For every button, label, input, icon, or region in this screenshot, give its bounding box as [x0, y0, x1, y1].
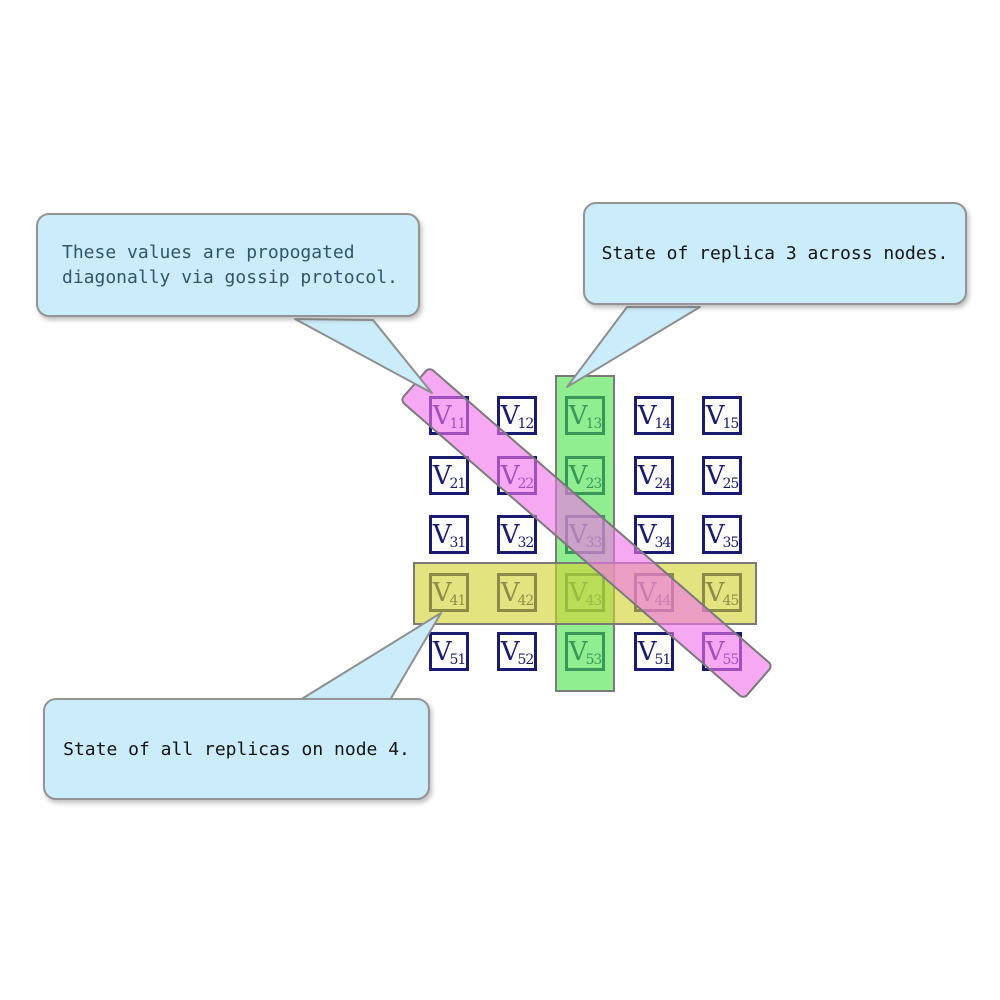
cell-symbol: V: [637, 636, 657, 667]
cell-subscript: 51: [449, 651, 466, 668]
gossip-callout: These values are propogated diagonally v…: [36, 213, 420, 317]
node-callout-text: State of all replicas on node 4.: [63, 738, 410, 760]
cell-symbol: V: [637, 400, 657, 431]
cell-subscript: 24: [654, 475, 671, 492]
cell-subscript: 35: [722, 534, 739, 551]
cell-symbol: V: [705, 519, 725, 550]
cell-symbol: V: [637, 460, 657, 491]
replica-callout-text: State of replica 3 across nodes.: [601, 243, 949, 264]
cell-symbol: V: [500, 400, 520, 431]
cell-subscript: 15: [722, 415, 739, 432]
cell-subscript: 31: [449, 534, 466, 551]
cell-subscript: 32: [517, 534, 534, 551]
cell-subscript: 14: [654, 415, 671, 432]
cell-subscript: 12: [517, 415, 534, 432]
gossip-callout-text-line1: These values are propogated: [62, 242, 355, 263]
cell-subscript: 52: [517, 651, 534, 668]
gossip-callout-text-line2: diagonally via gossip protocol.: [62, 267, 398, 288]
cell-symbol: V: [500, 519, 520, 550]
node-callout-pointer-icon: [299, 612, 442, 701]
cell-symbol: V: [432, 460, 452, 491]
cell-subscript: 21: [449, 475, 466, 492]
cell-symbol: V: [705, 400, 725, 431]
cell-subscript: 51: [654, 651, 671, 668]
cell-symbol: V: [500, 636, 520, 667]
cell-symbol: V: [432, 519, 452, 550]
cell-subscript: 25: [722, 475, 739, 492]
cell-symbol: V: [705, 460, 725, 491]
node-callout: State of all replicas on node 4.: [43, 698, 430, 800]
replica-callout: State of replica 3 across nodes.: [583, 202, 967, 305]
cell-subscript: 34: [654, 534, 671, 551]
gossip-callout-pointer-icon: [294, 318, 433, 394]
cell-symbol: V: [637, 519, 657, 550]
